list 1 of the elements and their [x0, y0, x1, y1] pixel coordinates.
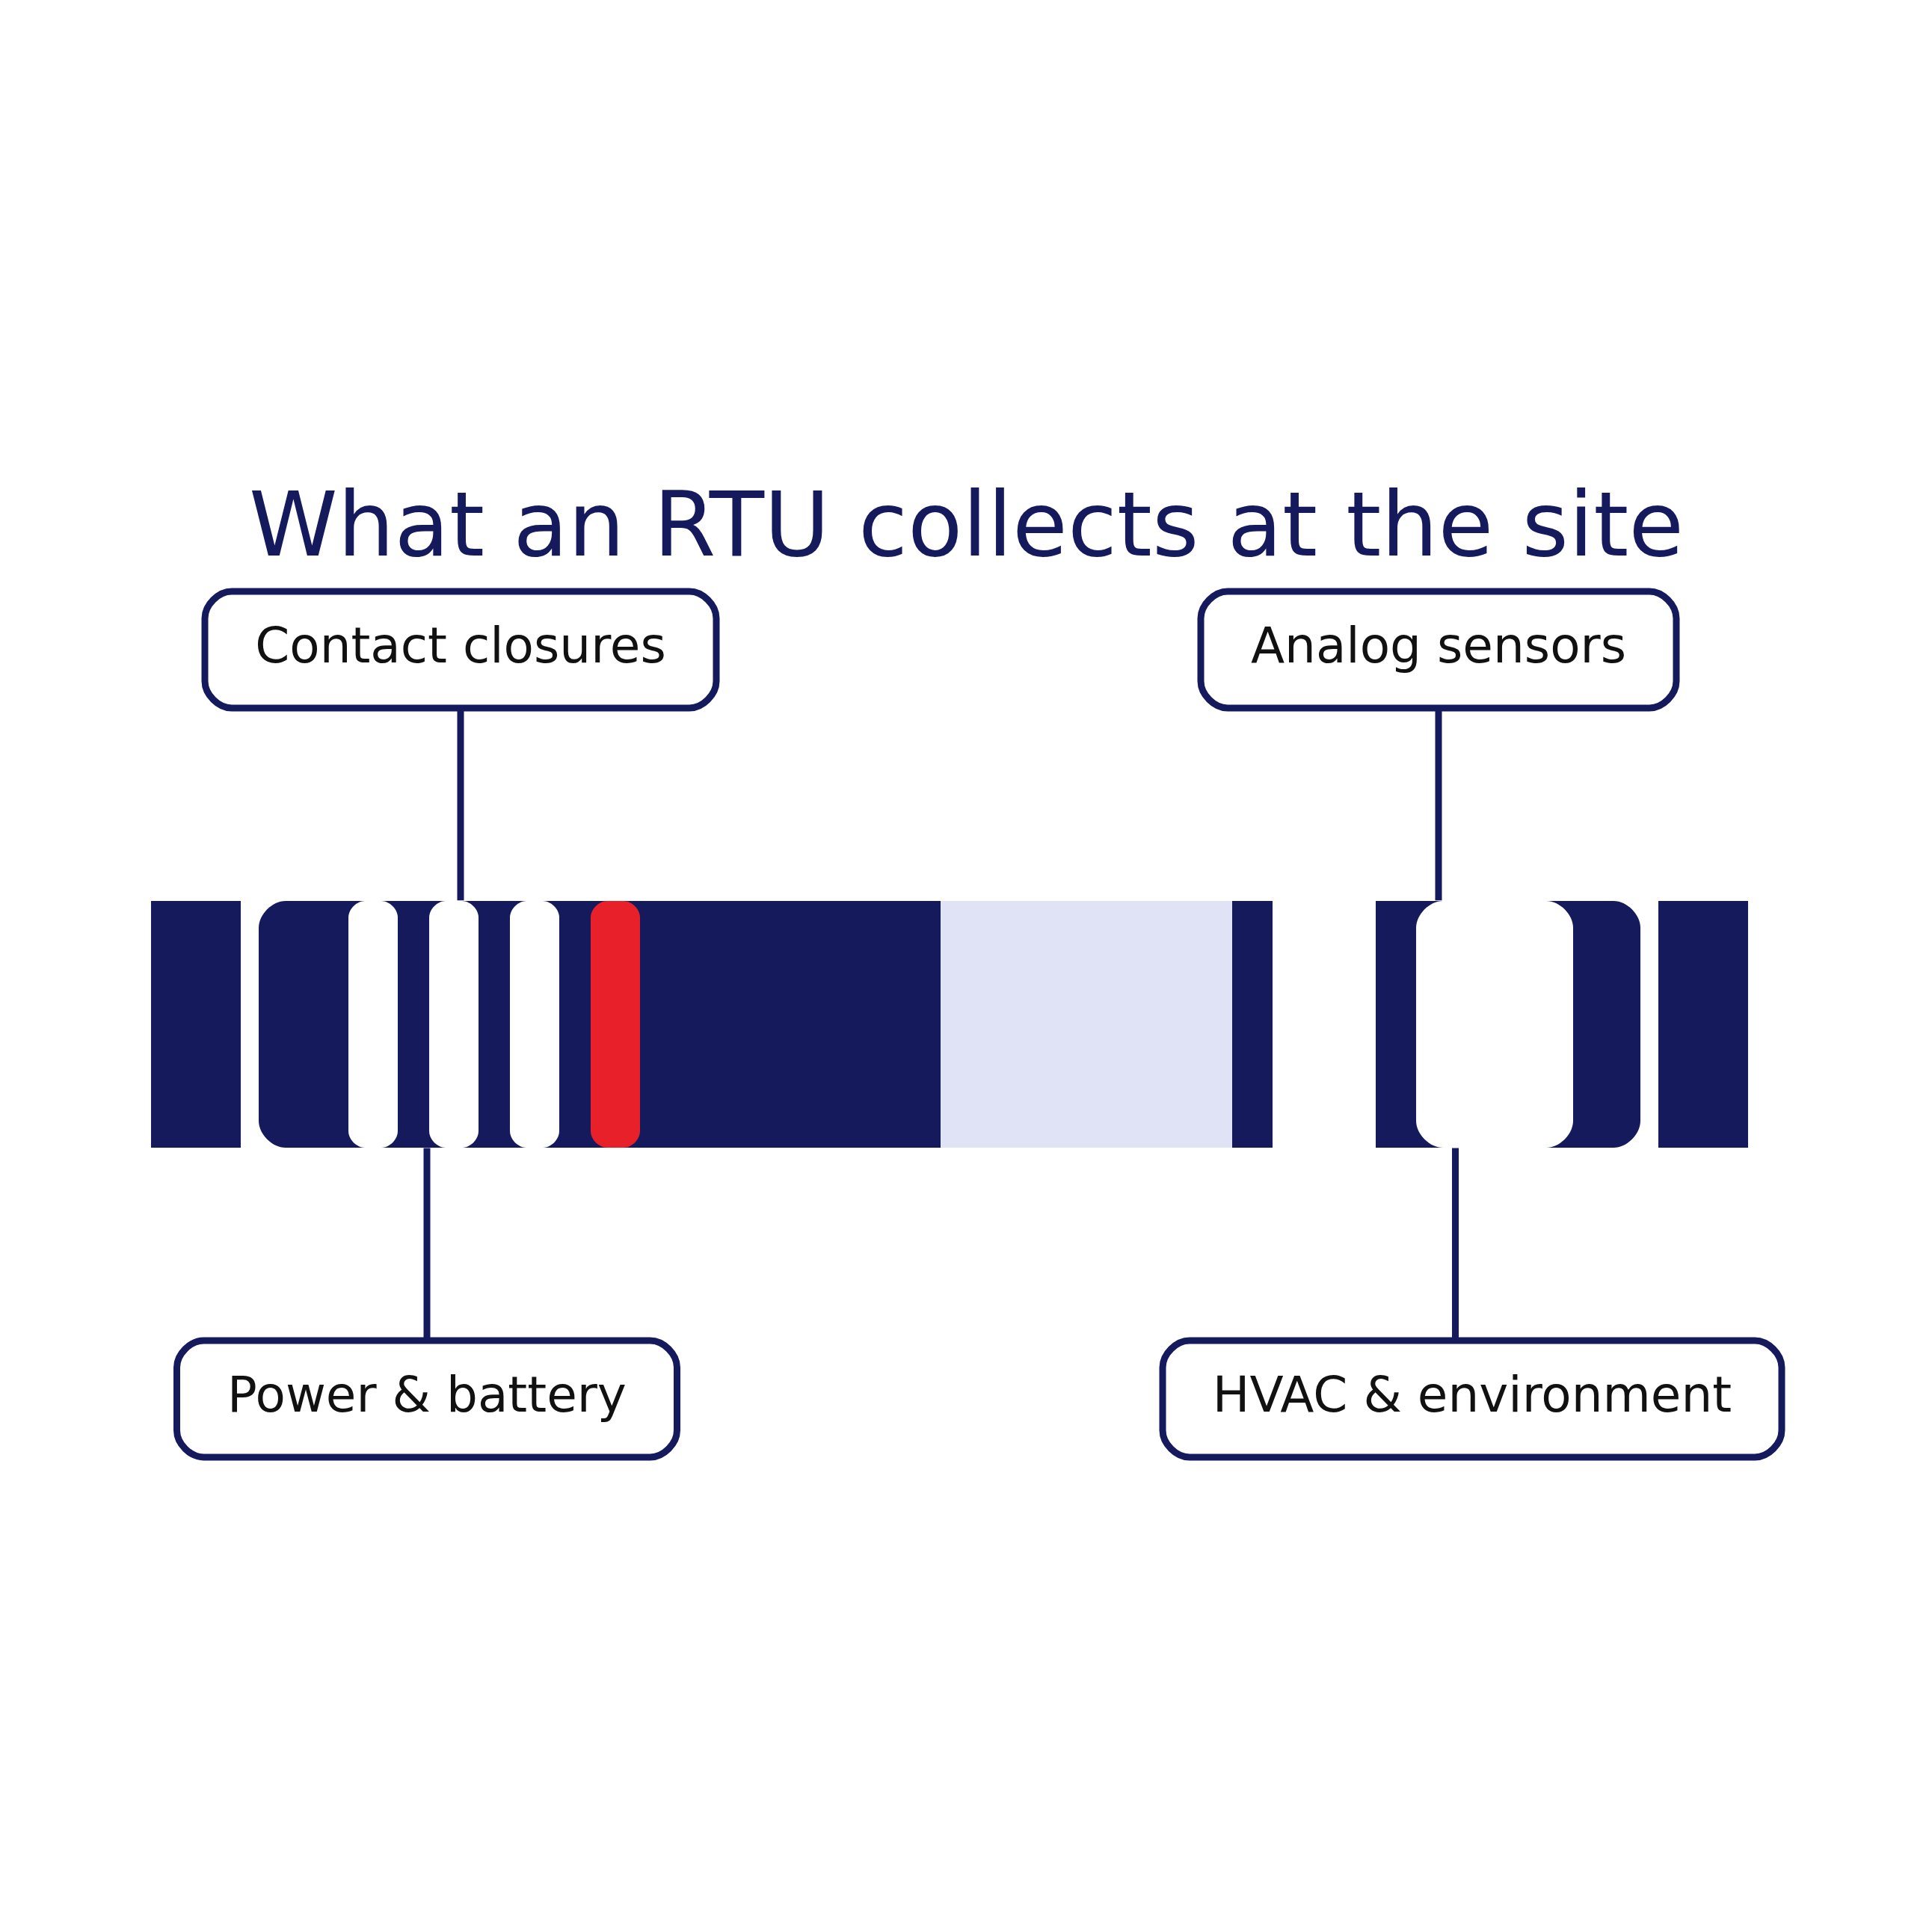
diagram-title: What an RTU collects at the site [248, 473, 1684, 576]
